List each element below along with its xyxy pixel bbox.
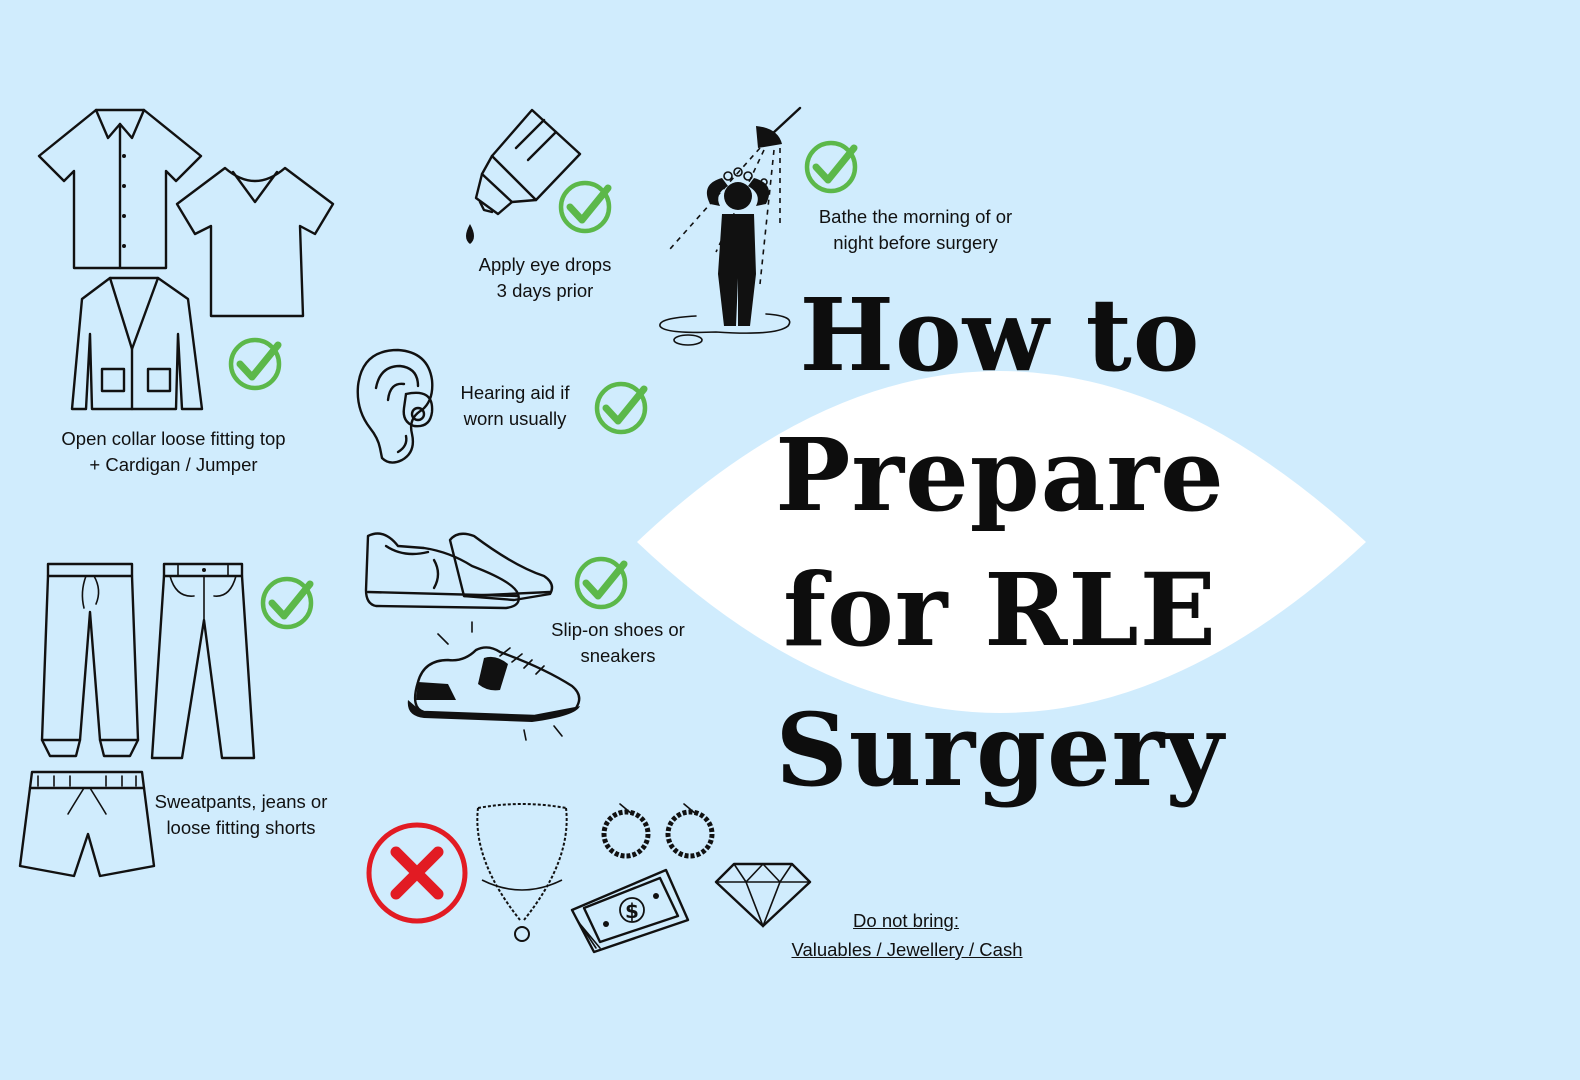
eye-dropper-icon bbox=[466, 108, 582, 244]
tops-label-line-1: Open collar loose fitting top bbox=[61, 428, 286, 449]
hearing-aid-label: Hearing aid if worn usually bbox=[435, 380, 595, 432]
bathe-label-line-2: night before surgery bbox=[833, 232, 998, 253]
eye-drops-label-line-2: 3 days prior bbox=[496, 280, 594, 301]
shoes-label: Slip-on shoes or sneakers bbox=[528, 617, 708, 669]
tops-label: Open collar loose fitting top + Cardigan… bbox=[26, 426, 321, 478]
necklace-icon bbox=[476, 803, 568, 942]
sneaker-icon bbox=[407, 621, 581, 741]
check-icon bbox=[594, 381, 648, 435]
sweatpants-icon bbox=[40, 562, 140, 758]
title-line-3: for RLE bbox=[783, 551, 1217, 669]
check-icon bbox=[804, 140, 858, 194]
shoes-label-line-2: sneakers bbox=[580, 645, 656, 666]
bottoms-label-line-1: Sweatpants, jeans or bbox=[154, 791, 328, 812]
shorts-icon bbox=[18, 770, 156, 878]
svg-text:$: $ bbox=[625, 899, 639, 923]
jeans-icon bbox=[150, 562, 256, 760]
shoes-label-line-1: Slip-on shoes or bbox=[551, 619, 685, 640]
do-not-bring-items: Valuables / Jewellery / Cash bbox=[791, 939, 1023, 960]
hoop-earrings-icon bbox=[601, 803, 715, 859]
check-icon bbox=[574, 556, 628, 610]
eye-drops-label: Apply eye drops 3 days prior bbox=[445, 252, 645, 304]
diamond-icon bbox=[714, 862, 812, 929]
bathe-label-line-1: Bathe the morning of or bbox=[818, 206, 1013, 227]
cross-icon bbox=[366, 822, 468, 924]
title-line-2: Prepare bbox=[775, 416, 1225, 534]
shirt-icon bbox=[37, 108, 203, 270]
check-icon bbox=[260, 576, 314, 630]
slip-on-shoes-icon bbox=[364, 532, 554, 610]
do-not-bring-title: Do not bring: bbox=[853, 910, 959, 931]
tshirt-icon bbox=[175, 166, 335, 318]
bottoms-label: Sweatpants, jeans or loose fitting short… bbox=[130, 789, 352, 841]
shower-person-icon bbox=[659, 106, 802, 346]
ear-hearing-aid-icon bbox=[356, 348, 434, 464]
hearing-aid-label-line-1: Hearing aid if bbox=[460, 382, 570, 403]
bottoms-label-line-2: loose fitting shorts bbox=[166, 817, 316, 838]
hearing-aid-label-line-2: worn usually bbox=[463, 408, 567, 429]
cardigan-icon bbox=[70, 276, 204, 411]
tops-label-line-2: + Cardigan / Jumper bbox=[89, 454, 258, 475]
title-line-4: Surgery bbox=[775, 691, 1225, 809]
bathe-label: Bathe the morning of or night before sur… bbox=[788, 204, 1043, 256]
title-line-1: How to bbox=[799, 276, 1201, 394]
check-icon bbox=[558, 180, 612, 234]
eye-drops-label-line-1: Apply eye drops bbox=[478, 254, 612, 275]
check-icon bbox=[228, 337, 282, 391]
cash-icon: $ bbox=[570, 868, 690, 954]
